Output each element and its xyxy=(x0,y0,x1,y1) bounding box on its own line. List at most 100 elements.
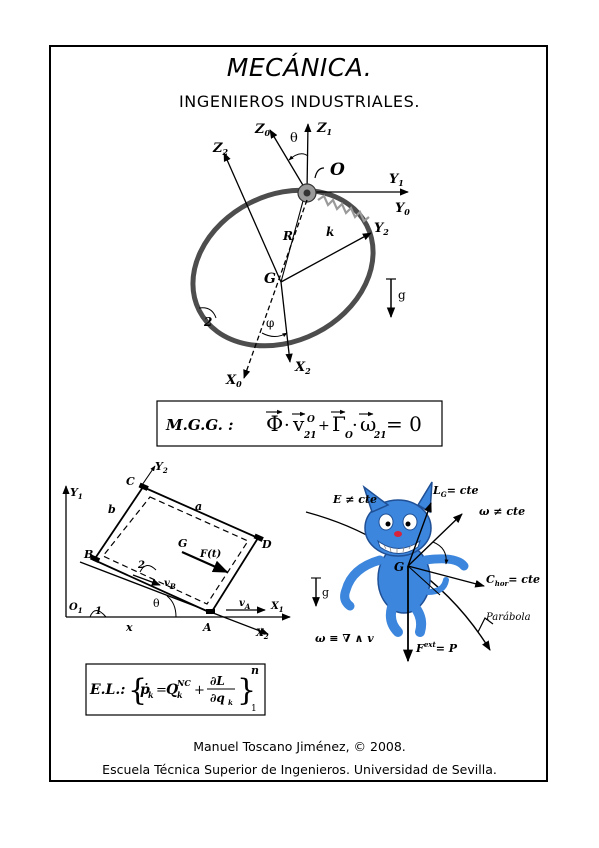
author-line: Manuel Toscano Jiménez, © 2008. xyxy=(193,739,406,754)
label-x0: X0 xyxy=(225,373,242,389)
label-body2-plate: 2 xyxy=(137,560,145,571)
lagrange-q: Q xyxy=(166,682,178,698)
vec-chor xyxy=(407,565,485,588)
mgg-phi: Φ xyxy=(266,412,283,436)
label-phi: φ xyxy=(266,316,274,330)
label-y1: Y1 xyxy=(389,172,404,188)
hub-pin xyxy=(303,189,311,197)
body2-marker xyxy=(139,565,157,573)
label-parabola: Parábola xyxy=(485,612,531,623)
vec-lg xyxy=(407,502,432,567)
lagrange-prefix: E.L.: xyxy=(89,682,125,698)
label-z1: Z1 xyxy=(316,121,332,137)
mgg-dot2: · xyxy=(352,415,358,436)
label-fext: Fext= P xyxy=(415,640,458,655)
label-x-plate: x xyxy=(125,621,133,634)
corner-d xyxy=(253,533,264,542)
label-g-plate: G xyxy=(178,537,187,550)
label-o1: O1 xyxy=(69,602,83,615)
label-y1-plate: Y1 xyxy=(70,486,83,501)
label-theta-plate: θ xyxy=(153,597,160,610)
lagrange-num: ∂L xyxy=(210,674,225,688)
corner-a xyxy=(206,609,215,614)
label-side-b: b xyxy=(108,503,116,516)
axis-y2 xyxy=(280,232,372,283)
label-gravity-cat: g xyxy=(322,586,329,599)
label-chor: Chor= cte xyxy=(486,573,540,588)
cat-illustration xyxy=(340,481,469,637)
label-lg: LG= cte xyxy=(432,484,479,499)
label-o: O xyxy=(330,160,345,180)
label-theta: θ xyxy=(290,131,298,146)
vb-arrow xyxy=(132,574,161,586)
mgg-equation-box: M.G.G. : Φ · v O 21 + Γ O · ω 21 = 0 xyxy=(156,400,443,447)
mgg-gamma: Γ xyxy=(332,412,346,436)
theta-arc-plate xyxy=(166,595,177,618)
lagrange-lhs: ṗ xyxy=(140,682,150,698)
parabola-pointer xyxy=(477,617,494,633)
cover-title: MECÁNICA. xyxy=(226,53,373,82)
ring-figure: Z0 Z1 θ O Z2 Y1 Y0 Y2 R k G φ 2 X0 X2 g xyxy=(190,121,410,389)
mgg-v: v xyxy=(292,412,305,436)
label-vertex-d: D xyxy=(261,538,272,551)
label-va: vA xyxy=(239,598,251,611)
lagrange-left-brace: { xyxy=(128,673,147,708)
axis-z2 xyxy=(223,152,282,283)
lagrange-n: n xyxy=(251,664,259,677)
cover-subtitle: INGENIEROS INDUSTRIALES. xyxy=(178,92,421,111)
label-body1: 1 xyxy=(95,606,102,617)
mgg-omega-sub: 21 xyxy=(373,431,387,441)
corner-c xyxy=(138,482,149,491)
label-y2: Y2 xyxy=(374,221,389,237)
label-body2: 2 xyxy=(203,315,212,329)
lagrange-q-sup: NC xyxy=(176,678,191,688)
institution-line: Escuela Técnica Superior de Ingenieros. … xyxy=(102,762,497,777)
mgg-v-sub: 21 xyxy=(303,431,317,441)
lagrange-q-sub: k xyxy=(177,690,183,700)
cat-figure: E ≠ cte LG= cte ω ≠ cte G Chor= cte g Pa… xyxy=(305,481,540,663)
label-y2-plate: Y2 xyxy=(155,460,168,475)
lagrange-box-frame xyxy=(85,663,266,716)
ring-body xyxy=(190,187,376,349)
lagrange-den-sub: k xyxy=(228,698,233,707)
body2-arc xyxy=(198,307,217,319)
label-side-a: a xyxy=(195,500,202,513)
label-x2-plate: X2 xyxy=(255,628,269,641)
label-g-cat: G xyxy=(394,560,404,574)
label-gravity: g xyxy=(398,288,406,302)
label-energy: E ≠ cte xyxy=(332,493,377,506)
axis-z1 xyxy=(304,123,312,193)
label-vertex-c: C xyxy=(126,475,135,488)
label-vertex-a: A xyxy=(202,621,212,634)
label-vertex-b: B xyxy=(83,548,93,561)
lagrange-equation-box: E.L.: { ṗ k = Q NC k + ∂L ∂q k } n 1 xyxy=(85,663,266,716)
spring xyxy=(317,194,370,223)
label-g: G xyxy=(264,271,276,287)
label-z0: Z0 xyxy=(254,122,271,138)
label-k: k xyxy=(326,225,334,239)
plate-figure: Y1 Y2 C b a D B G F(t) 2 vB O1 1 θ x A v… xyxy=(62,460,291,641)
mgg-plus: + xyxy=(318,418,330,434)
mgg-v-sup: O xyxy=(307,415,315,425)
axis-x2 xyxy=(280,281,293,363)
mgg-prefix: M.G.G. : xyxy=(165,416,234,434)
label-x1-plate: X1 xyxy=(270,601,284,614)
vec-aux xyxy=(407,565,441,596)
mgg-gamma-sub: O xyxy=(345,431,353,441)
lagrange-den: ∂q xyxy=(210,691,225,705)
force-arrow xyxy=(181,550,229,574)
omega-swirl xyxy=(432,541,449,565)
lagrange-plus: + xyxy=(194,683,205,698)
label-vb: vB xyxy=(164,578,176,591)
cover-frame xyxy=(49,45,548,782)
mgg-omega: ω xyxy=(360,412,376,436)
corner-b xyxy=(89,554,101,563)
label-z2: Z2 xyxy=(212,141,229,157)
label-y0: Y0 xyxy=(395,201,410,217)
mgg-box-frame xyxy=(156,400,443,447)
label-omega-ne: ω ≠ cte xyxy=(479,505,525,518)
lagrange-lhs-sub: k xyxy=(148,690,154,700)
o-pointer xyxy=(314,167,325,179)
theta-arc xyxy=(288,153,309,161)
